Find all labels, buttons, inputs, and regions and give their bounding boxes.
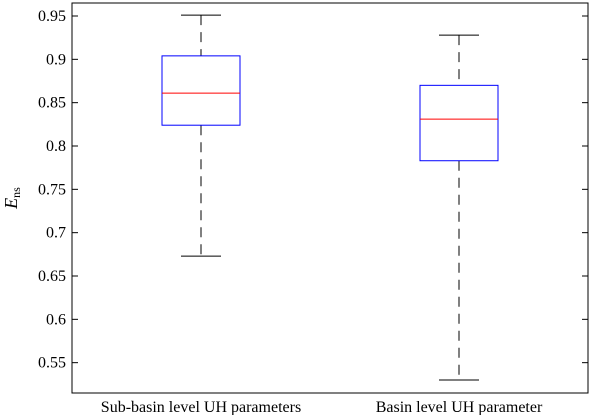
y-axis-ticks: 0.55 0.6 0.65 0.7 0.75 0.8 0.85 0.9 0.95 xyxy=(38,8,588,372)
y-tick-label: 0.55 xyxy=(38,355,66,372)
interquartile-box xyxy=(419,84,499,162)
interquartile-box xyxy=(161,55,241,126)
x-category-label: Sub-basin level UH parameters xyxy=(101,399,301,415)
x-category-label: Basin level UH parameter xyxy=(376,399,543,415)
box-2 xyxy=(419,34,499,381)
y-tick-label: 0.65 xyxy=(38,268,66,285)
y-tick-label: 0.9 xyxy=(46,51,66,68)
box-1 xyxy=(161,14,241,257)
y-tick-label: 0.75 xyxy=(38,181,66,198)
y-tick-label: 0.95 xyxy=(38,8,66,25)
y-tick-label: 0.6 xyxy=(46,311,66,328)
y-tick-label: 0.85 xyxy=(38,95,66,112)
boxes xyxy=(161,14,499,381)
y-tick-label: 0.8 xyxy=(46,138,66,155)
y-axis-label-main: E xyxy=(1,198,21,210)
y-tick-label: 0.7 xyxy=(46,225,66,242)
y-axis-label-subscript: ns xyxy=(9,187,23,198)
plot-area xyxy=(71,2,589,394)
x-axis-labels: Sub-basin level UH parameters Basin level… xyxy=(101,399,543,415)
y-axis-label: Ens xyxy=(1,187,23,210)
